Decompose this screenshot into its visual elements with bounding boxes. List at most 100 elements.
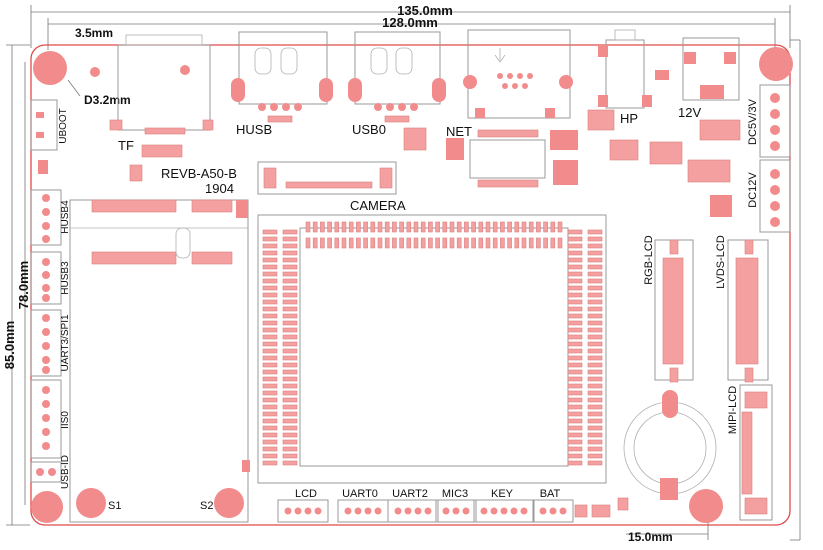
- soc-pin: [567, 292, 583, 298]
- bottom-header-pin: [500, 507, 508, 515]
- soc-pin: [464, 237, 469, 249]
- dim-width-overall: 135.0mm: [397, 3, 453, 18]
- label-hp: HP: [620, 111, 638, 126]
- soc-pin: [492, 221, 498, 233]
- soc-pin: [567, 306, 583, 312]
- soc-pin: [262, 404, 278, 410]
- soc-pin: [543, 221, 548, 233]
- soc-pin: [262, 383, 278, 389]
- header-label-uart0: UART0: [342, 488, 378, 500]
- bottom-headers: [277, 499, 574, 523]
- soc-pin: [282, 404, 298, 410]
- soc-pin: [514, 221, 520, 233]
- soc-pin: [587, 369, 603, 375]
- soc-pin: [399, 237, 404, 249]
- soc-pin: [305, 221, 311, 233]
- soc-pin: [567, 453, 583, 459]
- soc-pin: [471, 237, 476, 249]
- soc-pin: [587, 397, 603, 403]
- header-label-bat: BAT: [540, 488, 561, 500]
- soc-pin: [282, 313, 298, 319]
- bottom-header-frame: [435, 499, 477, 523]
- soc-pin: [282, 460, 298, 466]
- soc-pin: [282, 292, 298, 298]
- soc-pin: [567, 348, 583, 354]
- label-rgb-lcd: RGB-LCD: [643, 235, 655, 285]
- bottom-header-pin: [452, 507, 460, 515]
- label-husb: HUSB: [236, 122, 272, 137]
- soc-pin: [282, 348, 298, 354]
- hp-jack: [587, 29, 669, 131]
- bottom-header-pin: [374, 507, 382, 515]
- soc-pin: [282, 257, 298, 263]
- soc-pin: [282, 285, 298, 291]
- soc-pin: [528, 221, 534, 233]
- soc-pin: [262, 285, 278, 291]
- soc-pin: [567, 432, 583, 438]
- soc-pin: [514, 237, 520, 249]
- soc-pin: [262, 418, 278, 424]
- soc-pin: [356, 237, 361, 249]
- soc-pin: [428, 237, 433, 249]
- header-label-mic3: MIC3: [442, 488, 468, 500]
- soc-pin: [356, 221, 361, 233]
- soc-pin: [262, 397, 278, 403]
- soc-pin: [521, 221, 527, 233]
- dim-width-inner: 128.0mm: [382, 15, 438, 30]
- soc-pin: [587, 390, 603, 396]
- soc-pin: [567, 271, 583, 277]
- soc-pin: [262, 362, 278, 368]
- soc-pin: [442, 237, 448, 249]
- soc-pin: [587, 341, 603, 347]
- soc-pin: [262, 334, 278, 340]
- soc-pin: [312, 221, 318, 233]
- label-s1: S1: [108, 500, 121, 512]
- soc-pin: [282, 383, 298, 389]
- soc-pin: [320, 221, 325, 233]
- label-usb0: USB0: [352, 122, 386, 137]
- soc-pin: [587, 432, 603, 438]
- soc-pin: [567, 355, 583, 361]
- soc-pin: [587, 404, 603, 410]
- soc-pin: [413, 221, 419, 233]
- dim-height-inner: 78.0mm: [16, 261, 31, 309]
- soc-pin: [442, 221, 448, 233]
- soc-pin: [262, 369, 278, 375]
- soc-pin: [500, 237, 505, 249]
- soc-pin: [478, 221, 484, 233]
- soc-pin: [587, 418, 603, 424]
- soc-pin: [282, 411, 298, 417]
- soc-pin: [567, 418, 583, 424]
- soc-pin: [567, 299, 583, 305]
- soc-pin: [282, 446, 298, 452]
- soc-pin: [406, 221, 412, 233]
- soc-pin: [282, 320, 298, 326]
- soc-pin: [587, 446, 603, 452]
- bottom-header-pin: [462, 507, 470, 515]
- soc-pin: [282, 355, 298, 361]
- soc-pin: [262, 236, 278, 242]
- soc-pin: [536, 221, 541, 233]
- mipi-lcd-connector: [739, 384, 773, 521]
- bottom-header-pin: [304, 507, 312, 515]
- soc-pin: [587, 460, 603, 466]
- soc-pin: [485, 237, 491, 249]
- soc-pin: [413, 237, 419, 249]
- dim-bottom-right: 15.0mm: [628, 530, 673, 544]
- soc-pin: [282, 334, 298, 340]
- soc-pin: [587, 299, 603, 305]
- soc-pin: [587, 383, 603, 389]
- board-name: REVB-A50-B: [161, 166, 237, 181]
- lvds-lcd-connector: [727, 239, 769, 383]
- soc-pin: [485, 221, 491, 233]
- label-usb-id: USB-ID: [60, 455, 71, 489]
- husb-connector: [231, 31, 333, 123]
- soc-pin: [567, 257, 583, 263]
- bottom-header-pin: [442, 507, 450, 515]
- soc-pin: [262, 313, 278, 319]
- soc-pin: [377, 221, 383, 233]
- soc-pin: [363, 237, 368, 249]
- soc-pin: [521, 237, 527, 249]
- soc-pin: [305, 237, 311, 249]
- soc-pin: [567, 425, 583, 431]
